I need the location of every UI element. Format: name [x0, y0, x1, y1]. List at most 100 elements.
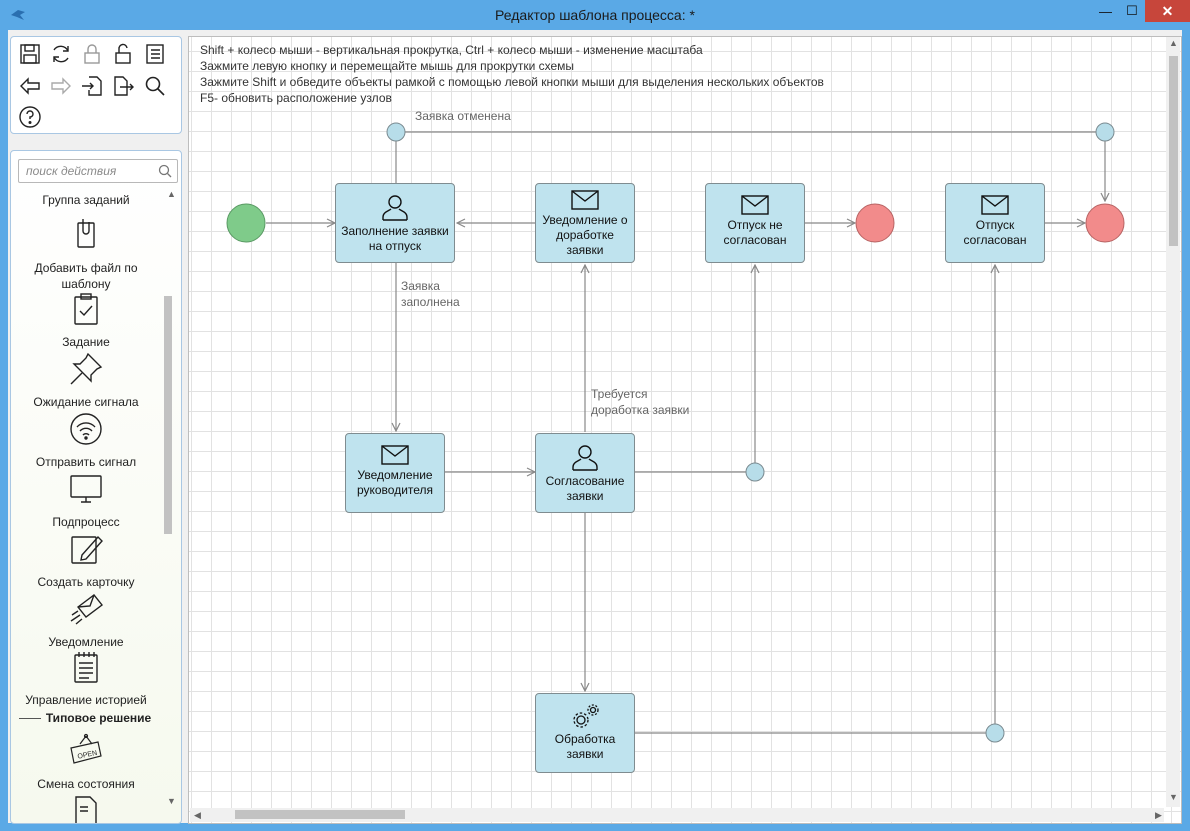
action-label: Управление историей [25, 693, 147, 707]
canvas-horizontal-scroll-thumb[interactable] [235, 810, 405, 819]
back-icon[interactable] [17, 73, 43, 99]
canvas-horizontal-scrollbar[interactable] [190, 808, 1164, 822]
hint-line: Зажмите Shift и обведите объекты рамкой … [200, 75, 824, 89]
forward-icon[interactable] [48, 73, 74, 99]
node-label: Уведомление о доработке заявки [542, 213, 628, 257]
edge-label-rework: доработка заявки [591, 403, 690, 417]
diagram-edges [226, 122, 1125, 743]
edge-label-filled: заполнена [401, 295, 460, 309]
canvas-scroll-left-arrow[interactable]: ◀ [194, 810, 201, 820]
save-icon[interactable] [17, 41, 43, 67]
actions-panel: поиск действия Группа заданий Добавить ф… [10, 150, 182, 824]
action-search-input[interactable]: поиск действия [18, 159, 178, 183]
gears-icon [573, 704, 599, 728]
gateway-approval[interactable] [745, 462, 765, 482]
node-vacation-approved[interactable]: Отпуск согласован [945, 183, 1045, 263]
action-change-state[interactable]: OPEN Смена состояния [11, 733, 161, 792]
zoom-icon[interactable] [142, 73, 168, 99]
node-label: Уведомление руководителя [356, 468, 434, 497]
lock-icon[interactable] [79, 41, 105, 67]
export-icon[interactable] [110, 73, 136, 99]
action-task[interactable]: Задание [11, 291, 161, 350]
action-label: Добавить файл по шаблону [34, 261, 138, 291]
canvas-vertical-scroll-thumb[interactable] [1169, 56, 1178, 246]
clipboard-check-icon [74, 293, 98, 325]
node-label: Согласование заявки [545, 474, 625, 503]
close-button[interactable]: ✕ [1145, 0, 1190, 22]
gateway-process[interactable] [985, 723, 1005, 743]
end-event-rejected[interactable] [855, 203, 895, 243]
window-title: Редактор шаблона процесса: * [495, 7, 695, 23]
svg-text:OPEN: OPEN [77, 750, 98, 761]
search-placeholder: поиск действия [26, 164, 117, 178]
scroll-up-arrow[interactable]: ▲ [167, 189, 176, 199]
toolbar-panel [10, 36, 182, 134]
actions-scrollbar-thumb[interactable] [164, 296, 172, 534]
node-notify-manager[interactable]: Уведомление руководителя [345, 433, 445, 513]
group-typical-header: Типовое решение [45, 711, 152, 725]
canvas-scroll-up-arrow[interactable]: ▲ [1169, 38, 1178, 48]
list-icon[interactable] [142, 41, 168, 67]
node-process-request[interactable]: Обработка заявки [535, 693, 635, 773]
action-label: Подпроцесс [52, 515, 120, 529]
node-label: Отпуск не согласован [723, 218, 787, 247]
diagram-canvas[interactable]: Shift + колесо мыши - вертикальная прокр… [188, 36, 1182, 824]
action-send-signal[interactable]: Отправить сигнал [11, 411, 161, 470]
start-event[interactable] [226, 203, 266, 243]
gateway-cancel-target[interactable] [1095, 122, 1115, 142]
group-divider [19, 718, 41, 719]
search-icon[interactable] [157, 163, 173, 179]
minimize-button[interactable]: — [1099, 3, 1112, 19]
import-icon[interactable] [79, 73, 105, 99]
envelope-icon [381, 445, 409, 465]
node-label: Отпуск согласован [963, 218, 1027, 247]
action-notification[interactable]: Уведомление [11, 591, 161, 650]
scroll-down-arrow[interactable]: ▼ [167, 796, 176, 806]
document-lock-icon [75, 796, 97, 823]
group-tasks-header: Группа заданий [42, 193, 130, 207]
envelope-icon [981, 195, 1009, 215]
envelope-icon [741, 195, 769, 215]
pencil-edit-icon [71, 535, 103, 564]
maximize-button[interactable]: ☐ [1126, 3, 1138, 18]
unlock-icon[interactable] [110, 41, 136, 67]
action-label: Уведомление [48, 635, 124, 649]
action-label: Задание [62, 335, 110, 349]
monitor-icon [70, 475, 102, 503]
action-add-file[interactable]: Добавить файл по шаблону [11, 217, 161, 292]
node-notify-rework[interactable]: Уведомление о доработке заявки [535, 183, 635, 263]
history-notebook-icon [74, 652, 98, 683]
action-label: Ожидание сигнала [33, 395, 139, 409]
pin-icon [70, 352, 103, 385]
edge-label-cancelled: Заявка отменена [415, 109, 511, 123]
action-label: Создать карточку [37, 575, 135, 589]
user-icon [382, 195, 408, 221]
action-label: Отправить сигнал [35, 455, 137, 469]
flying-envelope-icon [70, 594, 103, 625]
canvas-scroll-right-arrow[interactable]: ▶ [1155, 810, 1162, 820]
edge-label-rework: Требуется [591, 387, 648, 401]
node-label: Обработка заявки [554, 732, 616, 761]
hint-line: Shift + колесо мыши - вертикальная прокр… [200, 43, 703, 57]
action-history[interactable]: Управление историей [11, 649, 161, 708]
help-icon[interactable] [17, 104, 43, 130]
action-label: Смена состояния [37, 777, 135, 791]
app-logo-icon [11, 10, 25, 20]
action-partial[interactable] [11, 793, 161, 823]
open-sign-icon: OPEN [70, 733, 102, 764]
canvas-scroll-down-arrow[interactable]: ▼ [1169, 792, 1178, 802]
action-subprocess[interactable]: Подпроцесс [11, 471, 161, 530]
action-wait-signal[interactable]: Ожидание сигнала [11, 351, 161, 410]
hint-line: Зажмите левую кнопку и перемещайте мышь … [200, 59, 575, 73]
title-bar: Редактор шаблона процесса: * — ☐ ✕ [0, 0, 1190, 30]
node-fill-request[interactable]: Заполнение заявки на отпуск [335, 183, 455, 263]
gateway-cancel[interactable] [386, 122, 406, 142]
end-event-main[interactable] [1085, 203, 1125, 243]
edge-label-filled: Заявка [401, 279, 440, 293]
refresh-icon[interactable] [48, 41, 74, 67]
node-approve-request[interactable]: Согласование заявки [535, 433, 635, 513]
node-vacation-rejected[interactable]: Отпуск не согласован [705, 183, 805, 263]
action-create-card[interactable]: Создать карточку [11, 531, 161, 590]
hint-line: F5- обновить расположение узлов [200, 91, 392, 105]
document-clip-icon [77, 219, 95, 248]
